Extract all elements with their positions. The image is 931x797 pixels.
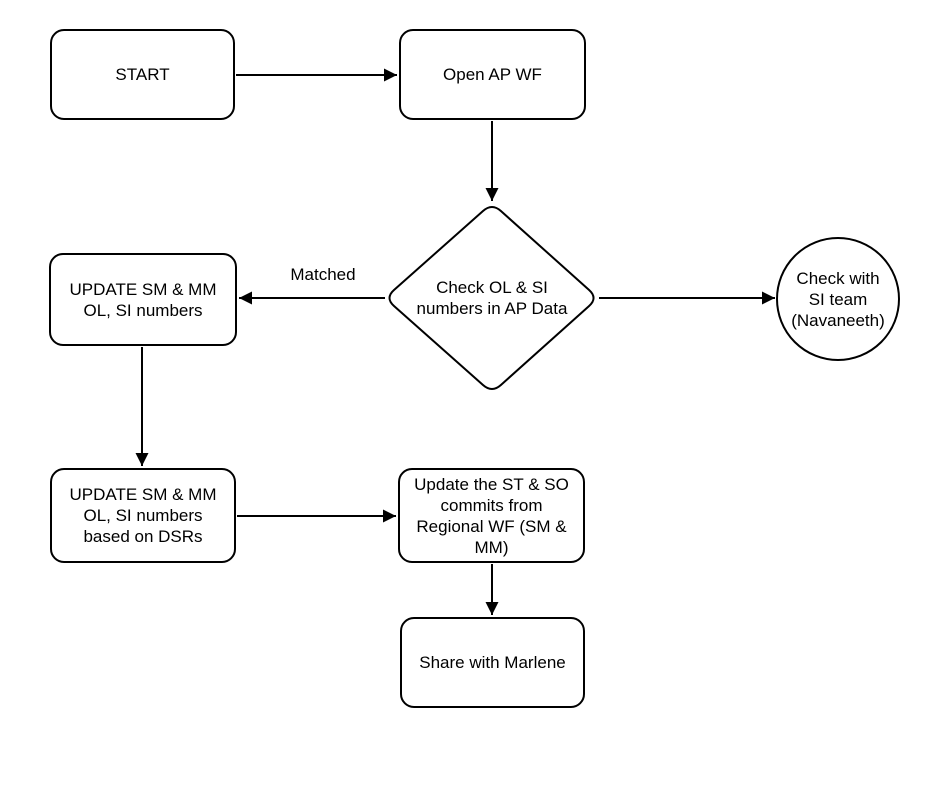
node-check-with-si-team: Check with SI team (Navaneeth) [791,268,885,330]
edge-label-matched: Matched [283,265,363,285]
check-si-team-circle-shape [776,237,900,361]
node-update-st-so-commits: Update the ST & SO commits from Regional… [398,468,585,563]
node-decision-check-ol-si: Check OL & SI numbers in AP Data [416,278,568,318]
node-update-sm-mm-based-on-dsrs: UPDATE SM & MM OL, SI numbers based on D… [50,468,236,563]
node-share-with-marlene: Share with Marlene [400,617,585,708]
node-update-sm-mm-ol-si: UPDATE SM & MM OL, SI numbers [49,253,237,346]
node-start: START [50,29,235,120]
decision-diamond-shape [388,206,595,390]
node-open-ap-wf: Open AP WF [399,29,586,120]
